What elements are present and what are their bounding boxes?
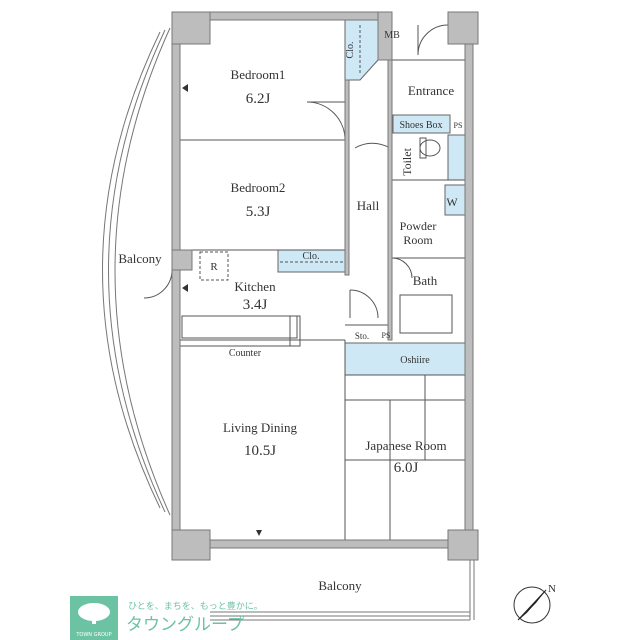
- oshiire-label: Oshiire: [400, 355, 430, 366]
- bottom-balcony: [210, 560, 475, 621]
- room-labels: Bedroom1 6.2J Bedroom2 5.3J Kitchen 3.4J…: [118, 30, 462, 593]
- w-label: W: [446, 195, 458, 209]
- kitchen-name: Kitchen: [234, 279, 276, 294]
- column-top-left: [171, 11, 211, 45]
- mb-label: MB: [384, 30, 400, 41]
- shoes-box: [392, 114, 451, 134]
- japanese-name: Japanese Room: [365, 438, 446, 453]
- bedroom1-name: Bedroom1: [231, 67, 286, 82]
- compass-label: N: [548, 583, 556, 595]
- column-bottom-left: [171, 529, 211, 561]
- balcony-left-name: Balcony: [118, 251, 162, 266]
- svg-text:TOWN GROUP: TOWN GROUP: [75, 632, 111, 638]
- ps2-label: PS: [382, 331, 391, 340]
- north-compass: N: [513, 583, 556, 624]
- kitchen-size: 3.4J: [243, 297, 268, 313]
- column-bottom-right: [447, 529, 479, 561]
- shoes-box-label: Shoes Box: [399, 120, 442, 131]
- column-top-right: [447, 11, 479, 45]
- town-group-logo: TOWN GROUP ひとを、まちを、もっと豊かに。 タウングループ: [70, 596, 263, 640]
- walls: [171, 11, 479, 561]
- japanese-size: 6.0J: [394, 460, 419, 476]
- powder-name-2: Room: [403, 233, 433, 247]
- toilet-name: Toilet: [400, 147, 414, 175]
- ps1-label: PS: [454, 121, 463, 130]
- bath-name: Bath: [413, 273, 438, 288]
- hall-name: Hall: [357, 198, 380, 213]
- svg-text:タウングループ: タウングループ: [126, 615, 244, 635]
- left-balcony-railing: [102, 27, 171, 516]
- bedroom2-name: Bedroom2: [231, 180, 286, 195]
- svg-text:ひとを、まちを、もっと豊かに。: ひとを、まちを、もっと豊かに。: [128, 600, 263, 612]
- bedroom2-size: 5.3J: [246, 204, 271, 220]
- refrigerator-label: R: [210, 261, 218, 273]
- toilet-storage: [447, 134, 466, 181]
- storage-label: Sto.: [355, 331, 369, 341]
- closet1-label: Clo.: [345, 42, 356, 59]
- bedroom1-size: 6.2J: [246, 91, 271, 107]
- counter-label: Counter: [229, 348, 262, 359]
- living-name: Living Dining: [223, 420, 298, 435]
- entry-marker: [182, 284, 188, 292]
- closet2-label: Clo.: [303, 251, 320, 262]
- entry-marker: [256, 530, 262, 536]
- entry-marker: [182, 84, 188, 92]
- living-size: 10.5J: [244, 443, 276, 459]
- powder-name-1: Powder: [400, 219, 437, 233]
- balcony-bottom-name: Balcony: [318, 578, 362, 593]
- entrance-name: Entrance: [408, 83, 454, 98]
